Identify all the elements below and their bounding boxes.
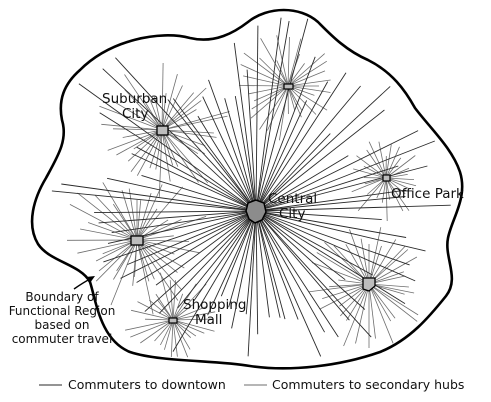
north-hub [284, 84, 293, 89]
hub-markers [131, 84, 390, 323]
secondary-commuter-line [77, 240, 137, 253]
shopping-mall-label-line1: Shopping [183, 297, 246, 313]
suburban-city-label-line1: Suburban [102, 91, 167, 107]
secondary-commuter-line [108, 130, 162, 150]
central-city-label-line2: City [279, 206, 305, 222]
boundary-label-line3: based on [35, 318, 90, 332]
boundary-label-line1: Boundary of [25, 290, 99, 304]
west-hub [131, 236, 143, 245]
secondary-commuter-line [156, 294, 173, 320]
central-city-hub [246, 200, 266, 223]
secondary-commuter-line [288, 86, 301, 117]
secondary-commuter-line [129, 189, 137, 240]
downtown-commuter-line [256, 211, 258, 334]
office-park-label: Office Park [391, 186, 464, 202]
central-city-label-line1: Central [268, 191, 317, 207]
shopping-mall-hub [169, 318, 177, 323]
office-park-hub [383, 175, 390, 181]
shopping-mall-label-line2: Mall [195, 312, 222, 328]
legend: Commuters to downtown Commuters to secon… [39, 377, 464, 392]
downtown-commuter-line [256, 26, 258, 211]
downtown-commuter-line [256, 18, 281, 211]
downtown-commuter-line [256, 211, 325, 332]
secondary-commuter-line [96, 240, 137, 281]
legend-secondary-label: Commuters to secondary hubs [272, 377, 464, 392]
downtown-commuter-line [256, 21, 289, 211]
suburban-city-label-line2: City [122, 106, 148, 122]
secondary-commuter-line [239, 86, 288, 87]
secondary-commuter-line [288, 86, 331, 93]
suburban-city-hub [157, 126, 168, 135]
legend-downtown-label: Commuters to downtown [68, 377, 226, 392]
downtown-commuter-line [256, 211, 321, 356]
secondary-commuter-line [369, 239, 396, 284]
downtown-commuter-line [52, 191, 256, 211]
secondary-commuter-line [88, 223, 137, 241]
downtown-commuter-line [256, 211, 373, 275]
boundary-label-line2: Functional Region [9, 304, 116, 318]
secondary-commuter-line [288, 37, 290, 86]
boundary-label-line4: commuter travel [12, 332, 113, 346]
secondary-commuter-line [386, 144, 391, 178]
secondary-commuter-line [77, 193, 137, 240]
secondary-commuter-line [312, 263, 369, 285]
secondary-commuter-line [261, 38, 288, 86]
downtown-commuter-line [256, 211, 405, 304]
boundary-annotation: Boundary of Functional Region based on c… [9, 276, 116, 346]
